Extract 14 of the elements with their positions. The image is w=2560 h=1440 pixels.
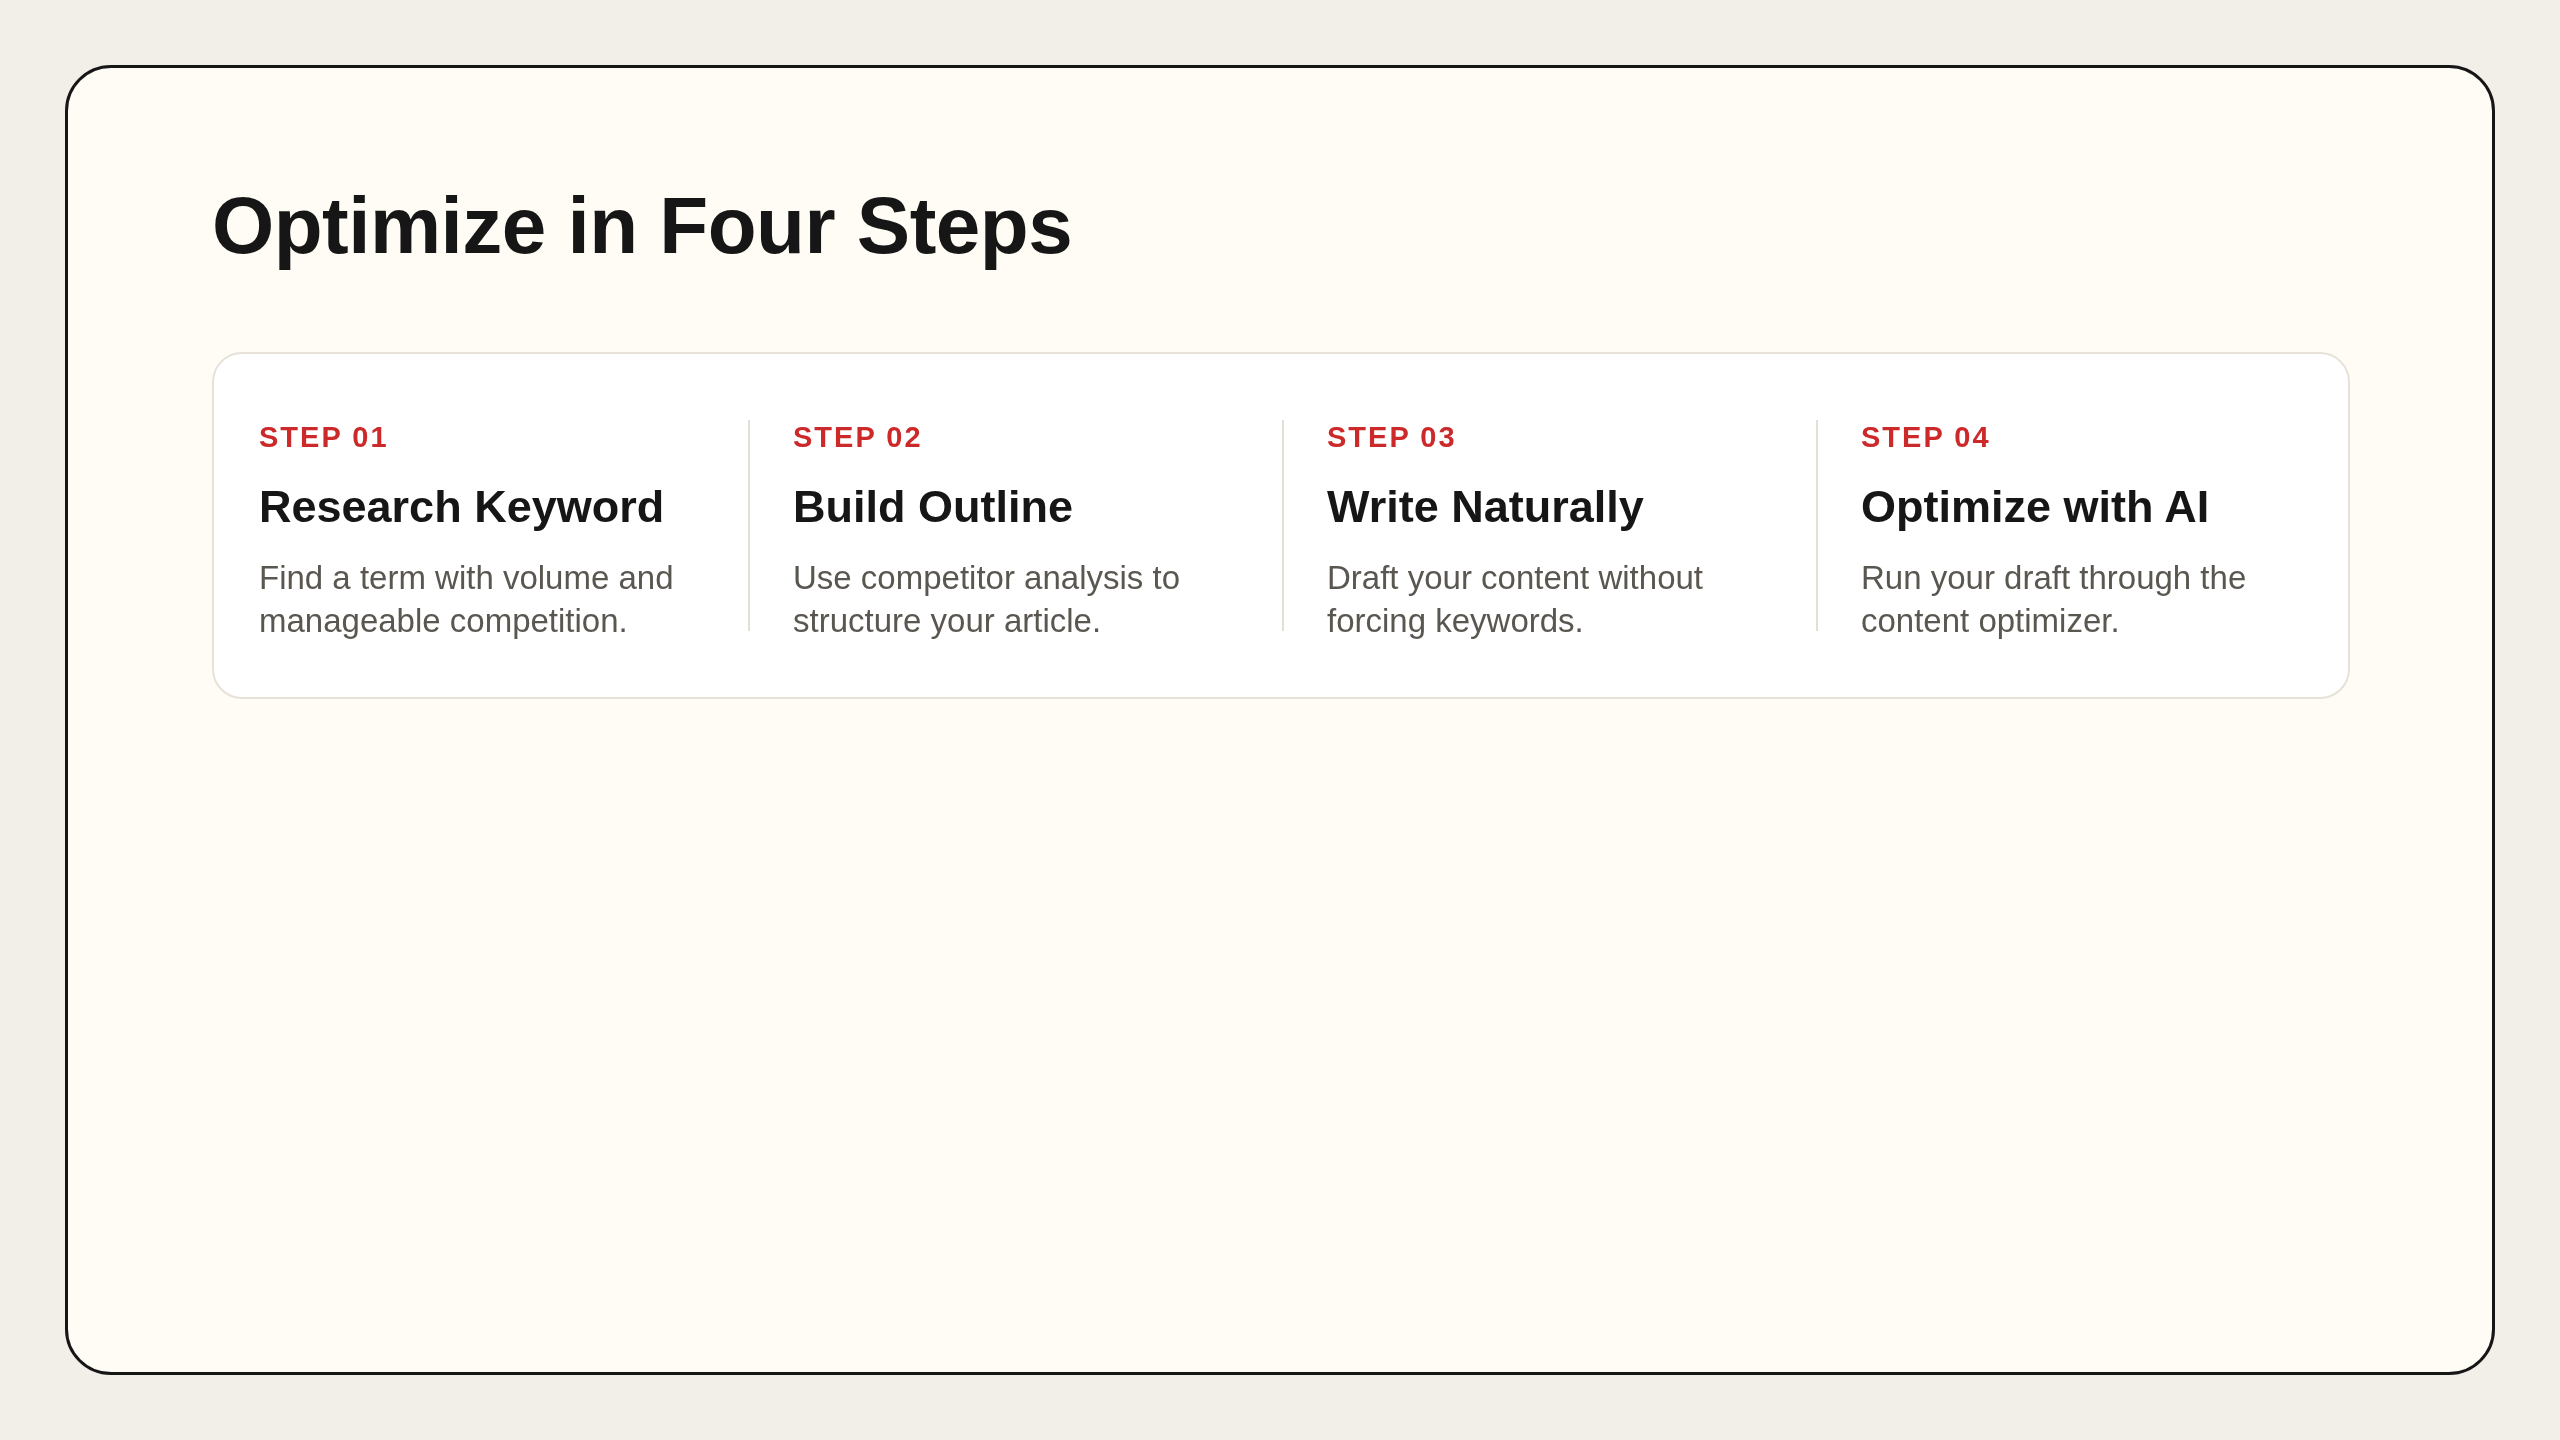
step-number: STEP 04: [1861, 420, 1991, 454]
step-description: Run your draft through the content optimizer.: [1861, 558, 2248, 641]
step-number: STEP 02: [793, 420, 923, 454]
steps-card: [212, 352, 2350, 699]
step-number: STEP 01: [259, 420, 389, 454]
step-number: STEP 03: [1327, 420, 1457, 454]
step-description: Find a term with volume and manageable competition.: [259, 558, 675, 641]
step-title: Build Outline: [793, 480, 1073, 534]
step-title: Research Keyword: [259, 480, 665, 534]
step-description: Use competitor analysis to structure your article.: [793, 558, 1181, 641]
step-title: Optimize with AI: [1861, 480, 2210, 534]
step-title: Write Naturally: [1327, 480, 1644, 534]
step-description: Draft your content without forcing keywords.: [1327, 558, 1705, 641]
slide-title: Optimize in Four Steps: [212, 180, 1073, 272]
